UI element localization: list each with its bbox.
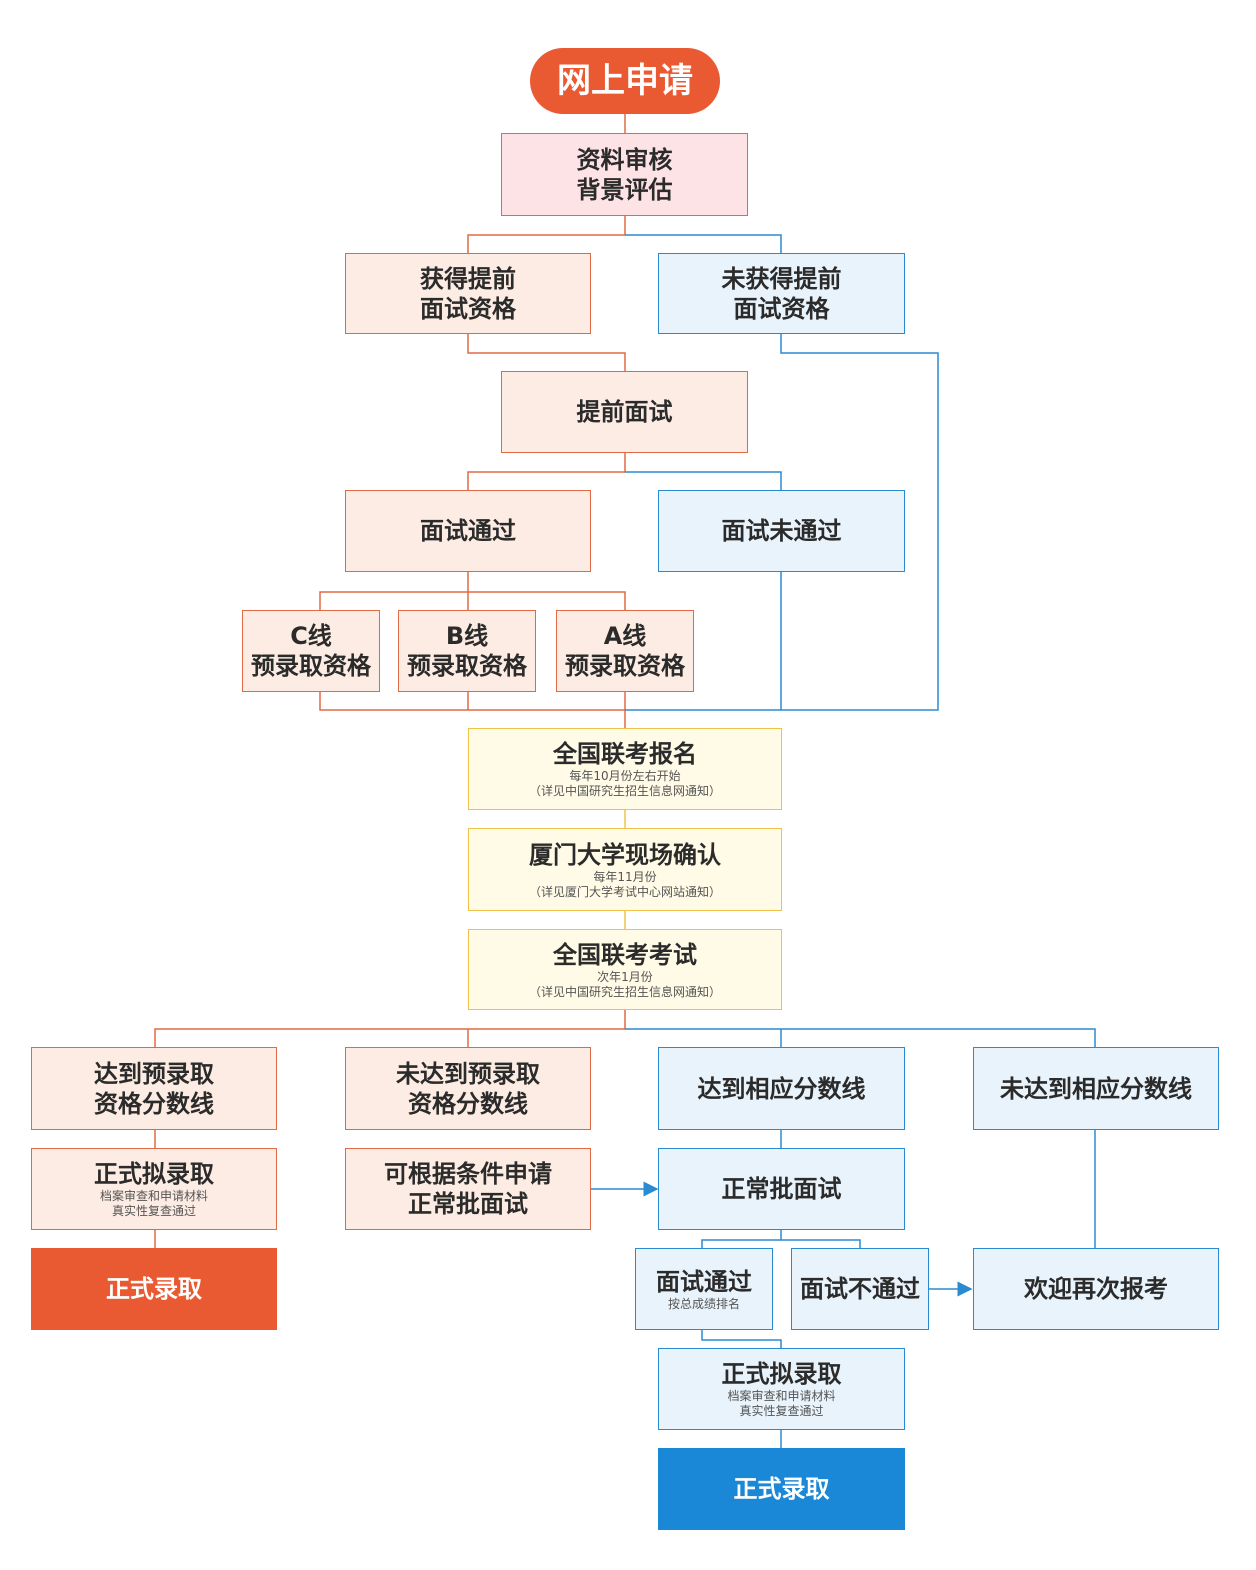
interview-pass-title: 面试通过 <box>420 517 516 545</box>
proposed-left-node: 正式拟录取 档案审查和申请材料 真实性复查通过 <box>31 1148 277 1230</box>
not-reach-line-title: 未达到相应分数线 <box>1000 1074 1192 1103</box>
confirm-note: 每年11月份 （详见厦门大学考试中心网站通知） <box>528 869 721 899</box>
normal-pass-node: 面试通过 按总成绩排名 <box>635 1248 773 1330</box>
apply-normal-title: 可根据条件申请 正常批面试 <box>384 1160 552 1218</box>
register-title: 全国联考报名 <box>553 740 697 768</box>
not-qualified-node: 未获得提前 面试资格 <box>658 253 905 334</box>
review-node: 资料审核 背景评估 <box>501 133 748 216</box>
normal-fail-node: 面试不通过 <box>791 1248 929 1330</box>
admit-right-title: 正式录取 <box>733 1475 830 1503</box>
register-note: 每年10月份左右开始 （详见中国研究生招生信息网通知） <box>528 769 721 798</box>
review-title: 资料审核 背景评估 <box>576 145 673 204</box>
reach-pre-title: 达到预录取 资格分数线 <box>94 1059 214 1118</box>
proposed-right-note: 档案审查和申请材料 真实性复查通过 <box>727 1389 836 1418</box>
admit-left-title: 正式录取 <box>106 1275 202 1303</box>
reach-line-node: 达到相应分数线 <box>658 1047 905 1130</box>
normal-interview-node: 正常批面试 <box>658 1148 905 1230</box>
apply-node: 网上申请 <box>530 48 720 114</box>
apply-title: 网上申请 <box>557 61 693 101</box>
normal-fail-title: 面试不通过 <box>800 1275 920 1303</box>
line-a-node: A线 预录取资格 <box>556 610 694 692</box>
confirm-node: 厦门大学现场确认 每年11月份 （详见厦门大学考试中心网站通知） <box>468 828 782 911</box>
normal-pass-title: 面试通过 <box>656 1267 752 1296</box>
line-b-title: B线 预录取资格 <box>407 622 527 680</box>
early-interview-node: 提前面试 <box>501 371 748 453</box>
welcome-back-node: 欢迎再次报考 <box>973 1248 1219 1330</box>
admit-left-node: 正式录取 <box>31 1248 277 1330</box>
interview-pass-node: 面试通过 <box>345 490 591 572</box>
exam-title: 全国联考考试 <box>553 940 697 969</box>
exam-node: 全国联考考试 次年1月份 （详见中国研究生招生信息网通知） <box>468 929 782 1010</box>
interview-fail-title: 面试未通过 <box>721 517 842 545</box>
register-node: 全国联考报名 每年10月份左右开始 （详见中国研究生招生信息网通知） <box>468 728 782 810</box>
not-reach-pre-node: 未达到预录取 资格分数线 <box>345 1047 591 1130</box>
line-a-title: A线 预录取资格 <box>565 622 685 680</box>
interview-fail-node: 面试未通过 <box>658 490 905 572</box>
qualified-node: 获得提前 面试资格 <box>345 253 591 334</box>
qualified-title: 获得提前 面试资格 <box>420 264 516 323</box>
line-c-node: C线 预录取资格 <box>242 610 380 692</box>
normal-pass-note: 按总成绩排名 <box>667 1296 740 1311</box>
exam-note: 次年1月份 （详见中国研究生招生信息网通知） <box>528 969 721 999</box>
confirm-title: 厦门大学现场确认 <box>529 840 721 869</box>
line-b-node: B线 预录取资格 <box>398 610 536 692</box>
normal-interview-title: 正常批面试 <box>721 1175 842 1203</box>
apply-normal-node: 可根据条件申请 正常批面试 <box>345 1148 591 1230</box>
proposed-right-title: 正式拟录取 <box>721 1360 842 1388</box>
not-reach-line-node: 未达到相应分数线 <box>973 1047 1219 1130</box>
welcome-back-title: 欢迎再次报考 <box>1024 1275 1168 1303</box>
proposed-left-note: 档案审查和申请材料 真实性复查通过 <box>99 1189 208 1218</box>
proposed-left-title: 正式拟录取 <box>94 1160 214 1188</box>
reach-pre-node: 达到预录取 资格分数线 <box>31 1047 277 1130</box>
line-c-title: C线 预录取资格 <box>251 622 371 680</box>
early-interview-title: 提前面试 <box>576 398 673 426</box>
admit-right-node: 正式录取 <box>658 1448 905 1530</box>
not-qualified-title: 未获得提前 面试资格 <box>721 264 842 323</box>
reach-line-title: 达到相应分数线 <box>697 1074 866 1103</box>
not-reach-pre-title: 未达到预录取 资格分数线 <box>396 1059 540 1118</box>
proposed-right-node: 正式拟录取 档案审查和申请材料 真实性复查通过 <box>658 1348 905 1430</box>
